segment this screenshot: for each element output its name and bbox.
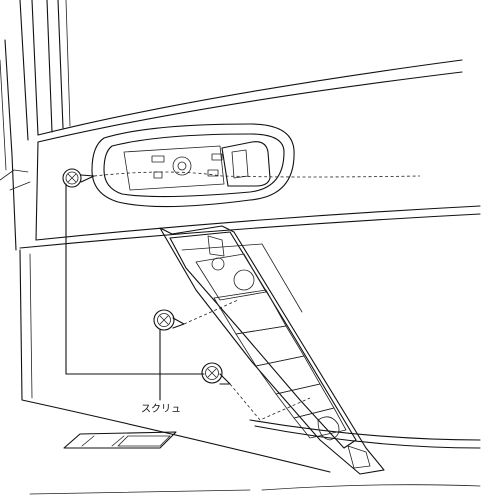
screw-middle (153, 309, 185, 331)
vent-grille (63, 431, 177, 449)
label-leader-lines (65, 183, 205, 401)
inner-handle-bezel (91, 123, 295, 208)
window-pillar (0, 0, 71, 251)
screw-label: スクリュ (141, 403, 181, 415)
screw-top (62, 168, 95, 188)
screw-bottom (201, 362, 231, 385)
door-upper-trim (0, 59, 481, 249)
alignment-lines (93, 171, 421, 421)
door-trim-panel (159, 225, 385, 475)
door-lower-panel (19, 249, 481, 495)
